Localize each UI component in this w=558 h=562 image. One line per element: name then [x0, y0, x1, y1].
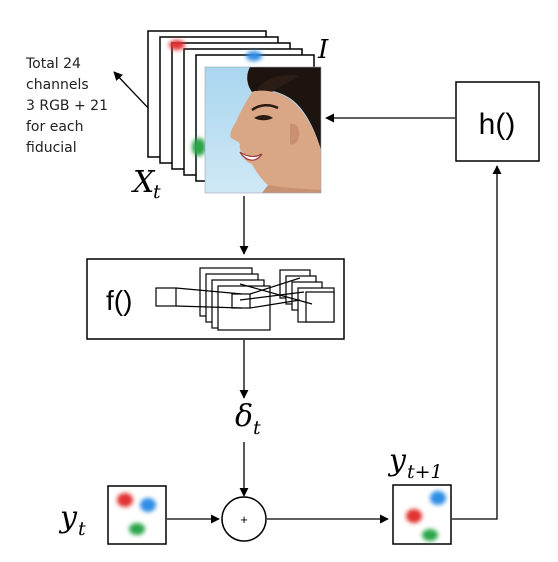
plus-sign: +	[240, 512, 248, 527]
blob-blue-icon	[246, 51, 262, 61]
note-line: channels	[26, 77, 89, 93]
f-function-label: f()	[106, 285, 132, 316]
sum-node	[221, 496, 267, 542]
heatmap-blobs-icon	[107, 485, 167, 545]
y-current-label: y	[58, 500, 78, 535]
y-current-sub: t	[78, 518, 86, 540]
note-line: Total 24	[25, 56, 81, 72]
heatmap-blobs-icon	[392, 484, 452, 545]
blob-red-icon	[169, 40, 185, 50]
note-line: fiducial	[26, 140, 77, 156]
input-stack-label: X	[131, 165, 156, 200]
image-label: I	[317, 35, 329, 65]
delta-label: δ	[235, 399, 253, 434]
blob-green-icon	[192, 138, 206, 156]
y-next-sub: t+1	[407, 461, 443, 483]
h-function-label: h()	[479, 108, 516, 141]
h-function-box	[455, 81, 540, 162]
delta-sub: t	[253, 417, 261, 439]
channel-note: Total 24 channels 3 RGB + 21 for each fi…	[25, 56, 108, 156]
network-layers-icon	[155, 267, 335, 331]
arrow-ynext-to-h	[452, 165, 502, 520]
input-stack-sub: t	[153, 181, 161, 203]
note-line: for each	[26, 119, 83, 135]
face-photo-icon	[205, 67, 321, 193]
y-next-label: y	[387, 443, 407, 478]
note-line: 3 RGB + 21	[26, 98, 108, 114]
